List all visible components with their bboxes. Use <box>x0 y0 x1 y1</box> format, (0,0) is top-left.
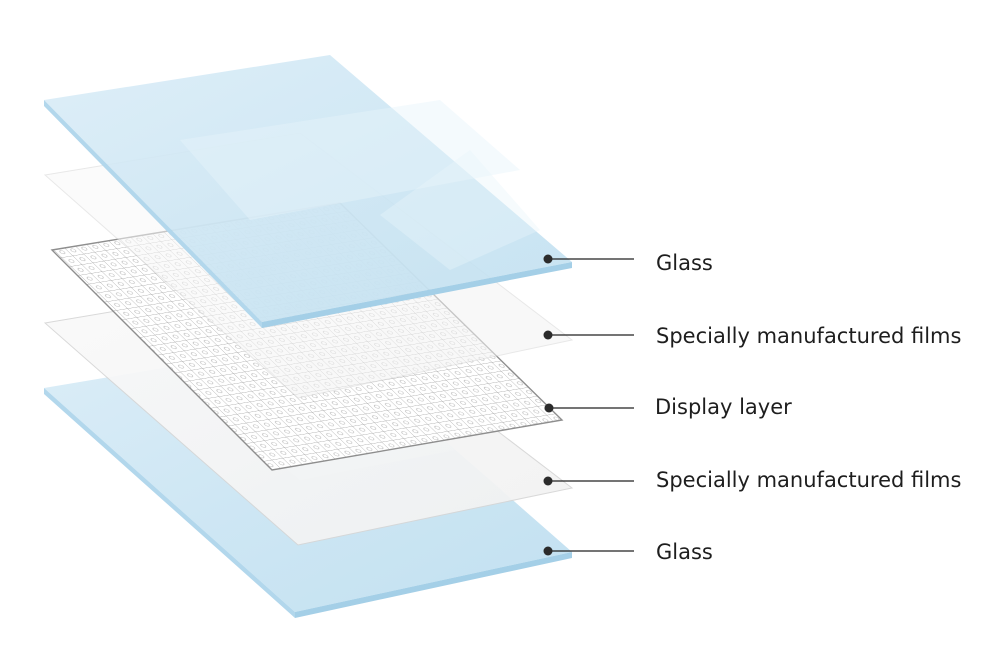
label-bottom-glass: Glass <box>656 540 713 564</box>
leader-lines <box>543 254 634 556</box>
label-display-layer: Display layer <box>655 395 792 419</box>
leader-top-glass-dot <box>543 254 553 264</box>
leader-lower-film-dot <box>543 476 553 486</box>
leader-upper-film-dot <box>543 330 553 340</box>
leader-bottom-glass-dot <box>543 546 553 556</box>
label-lower-film: Specially manufactured films <box>656 468 962 492</box>
leader-display-layer-dot <box>544 403 554 413</box>
label-top-glass: Glass <box>656 251 713 275</box>
label-upper-film: Specially manufactured films <box>656 324 962 348</box>
top-glass-layer <box>44 55 572 328</box>
